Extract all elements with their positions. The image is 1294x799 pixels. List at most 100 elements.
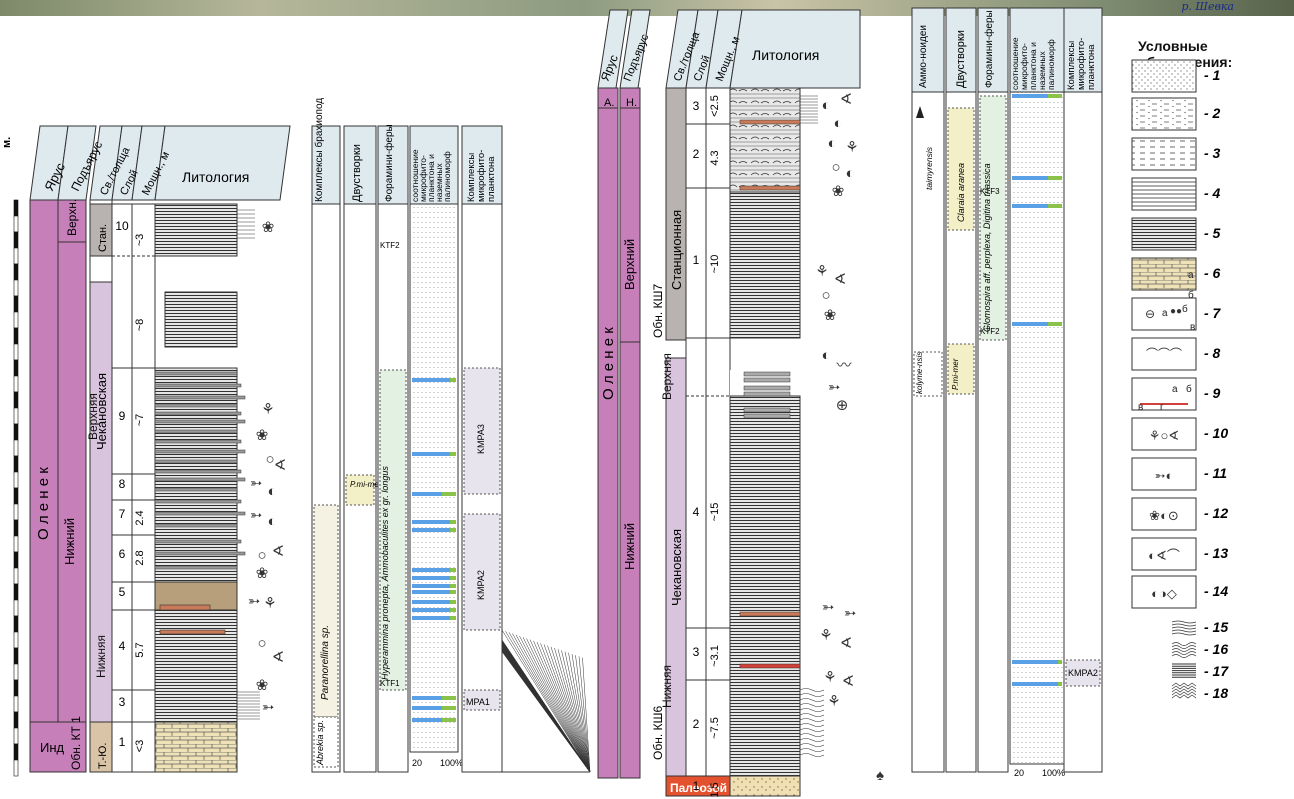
legend-label-10: - 10: [1204, 425, 1228, 441]
legend-swatch-7: [1131, 297, 1197, 331]
svg-text:♠: ♠: [876, 767, 884, 784]
taxa-glomospira: Glomospira aff. perplexa, Digitina trias…: [982, 163, 992, 332]
thickness-ksh-2: ~10: [709, 255, 721, 274]
taxa-kolymensis: kolyme-nsis: [915, 352, 924, 394]
svg-text:б: б: [1186, 383, 1192, 395]
header2-mpk-l3: планктона: [1086, 44, 1097, 90]
header2-bivalves-text: Двустворки: [955, 30, 967, 88]
legend-swatch-3: [1131, 137, 1197, 171]
stage-olenek-label: О л е н е к: [35, 467, 52, 540]
header-brachiopods-text: Комплексы брахиопод: [313, 98, 325, 202]
layer-kt1-9: 9: [119, 409, 126, 423]
svg-text:г: г: [1160, 402, 1164, 413]
svg-text:в: в: [1190, 322, 1195, 333]
subsvita-lower-ksh: Нижняя: [660, 664, 674, 708]
layer-ksh-5: 2: [693, 717, 700, 731]
svita-ty-label: Т.-Ю.: [97, 743, 109, 769]
legend-label-18: - 18: [1204, 685, 1228, 701]
svg-text:б: б: [1182, 303, 1188, 315]
header-ratio-l1: соотношение: [410, 149, 420, 202]
header-ratio-l5: палиноморф: [442, 151, 452, 202]
thickness-ksh-3: ~15: [709, 503, 721, 522]
stage-ind-label: Инд: [40, 740, 65, 755]
thickness-ksh-6: 1.5: [709, 782, 721, 797]
legend-label-9: - 9: [1204, 385, 1221, 401]
outcrop-ksh6-label: Обн. КШ6: [651, 706, 665, 760]
svg-text:⚘○∢: ⚘○∢: [1149, 428, 1179, 443]
litho-kt1-10: [154, 203, 238, 257]
legend-label-16: - 16: [1204, 641, 1228, 657]
substage2-upper-label: Верхний: [622, 239, 637, 290]
substage-upper-label: Верхн.: [65, 199, 79, 236]
subsvita-lower-kt1: Нижняя: [94, 634, 108, 678]
litho-kt1-4-3: [154, 609, 238, 723]
label-n: Н.: [626, 97, 637, 109]
header-litologiya: [154, 125, 291, 201]
header2-ratio-l1: соотношение: [1010, 37, 1020, 90]
legend-label-11: - 11: [1204, 465, 1227, 481]
header-mpk: [461, 125, 503, 205]
svg-text:○: ○: [265, 451, 274, 468]
taxa-abrekia: Abrekia sp.: [315, 720, 325, 766]
svg-text:⚘: ⚘: [827, 693, 840, 710]
svg-text:∢: ∢: [840, 635, 853, 652]
paleozoic-label: Палеозой: [670, 781, 727, 795]
svg-text:⚘: ⚘: [815, 263, 828, 280]
svg-text:∢: ∢: [842, 673, 855, 690]
layer-ksh-1: 2: [693, 147, 700, 161]
header2-mpk-l1: Комплексы: [1066, 41, 1077, 90]
svita-stan-label: Стан.: [97, 224, 109, 252]
svg-text:а: а: [1162, 308, 1168, 319]
svg-text:❀: ❀: [262, 219, 275, 236]
legend-label-14: - 14: [1204, 583, 1228, 599]
header2-ratio-l4: наземных: [1037, 50, 1047, 90]
stage-olenek-box: [29, 199, 59, 723]
svg-text:○: ○: [821, 287, 830, 304]
svg-text:◐: ◐: [821, 347, 830, 364]
svg-text:〰: 〰: [836, 357, 851, 374]
svg-text:●●: ●●: [1170, 306, 1182, 317]
header-litologiya-text: Литология: [182, 169, 249, 185]
legend-swatch-11: [1131, 457, 1197, 491]
svg-text:◐: ◐: [833, 115, 842, 132]
legend-swatch-13: [1131, 537, 1197, 571]
svg-text:⚘: ⚘: [823, 669, 836, 686]
svg-text:⚘: ⚘: [261, 401, 274, 418]
substage2-lower-label: Нижний: [622, 523, 637, 570]
substage2-box: [619, 107, 641, 779]
litho2-stan-upper: [729, 87, 801, 193]
header-mpk-l2: микрофито-: [476, 150, 487, 202]
legend-swatch-1: [1131, 59, 1197, 93]
svg-text:∢: ∢: [840, 91, 853, 108]
taxa-hyperammina: Hyperammina pronepta, Ammobaculites ex g…: [380, 466, 390, 680]
legend-label-4: - 4: [1204, 185, 1221, 201]
legend-title-line1: Условные: [1138, 38, 1208, 54]
kmpa3-label: KMPA3: [476, 424, 486, 454]
svg-text:❀: ❀: [256, 427, 269, 444]
legend-label-5: - 5: [1204, 225, 1221, 241]
taxa-claraia: Claraia aranea: [956, 163, 966, 222]
svg-text:◐: ◐: [267, 513, 276, 530]
svg-text:в: в: [1138, 402, 1143, 413]
svg-text:◐: ◐: [845, 165, 854, 182]
legend-swatch-8: [1131, 337, 1197, 371]
svg-text:⚘: ⚘: [845, 139, 858, 156]
taxa2-pmimer: P.mi-mer: [951, 358, 960, 390]
substage-box: [57, 199, 87, 723]
svg-text:➳: ➳: [250, 475, 263, 492]
svg-text:○: ○: [831, 159, 840, 176]
legend-label-15: - 15: [1204, 619, 1228, 635]
layer-kt1-3: 3: [119, 695, 126, 709]
ktf2-label: KTF2: [380, 241, 400, 250]
svg-text:а: а: [1172, 384, 1178, 395]
header2-ratio-l3: планктона и: [1028, 42, 1038, 90]
legend-swatch-2: [1131, 97, 1197, 131]
svg-text:❀◐⊙: ❀◐⊙: [1149, 508, 1179, 523]
thickness-ksh-4: ~3.1: [709, 645, 721, 667]
legend-swatch-4: [1131, 177, 1197, 211]
thickness-kt1-0: ~3: [134, 234, 146, 247]
legend-label-17: - 17: [1204, 663, 1229, 679]
ratio-chart-kt1: [409, 203, 459, 753]
svg-text:➳: ➳: [822, 599, 835, 616]
